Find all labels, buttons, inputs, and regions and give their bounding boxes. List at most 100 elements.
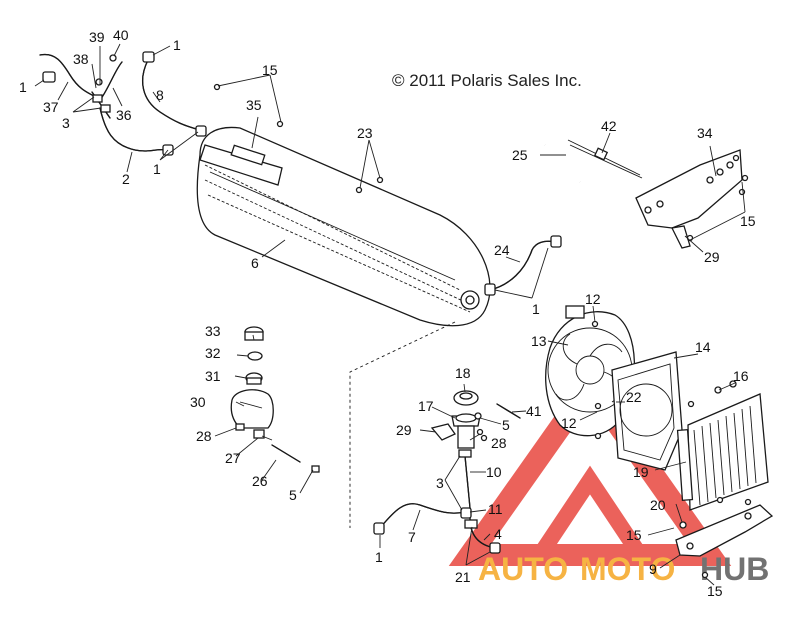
hose-7 xyxy=(373,503,472,535)
clamp-3b-icon xyxy=(100,104,111,113)
bracket-34 xyxy=(635,149,749,249)
callout-23: 23 xyxy=(357,125,373,141)
callout-15: 15 xyxy=(626,527,642,543)
callout-35: 35 xyxy=(246,97,262,113)
radiator-tube-assembly-6 xyxy=(196,126,491,327)
copyright-text: © 2011 Polaris Sales Inc. xyxy=(392,71,582,90)
bolt-15c-icon xyxy=(716,496,724,504)
callout-21: 21 xyxy=(455,569,471,585)
fitting-40-icon xyxy=(109,54,117,62)
callout-24: 24 xyxy=(494,242,510,258)
nut-20-icon xyxy=(679,521,687,529)
clamp-3-icon xyxy=(92,94,103,103)
callout-16: 16 xyxy=(733,368,749,384)
callout-36: 36 xyxy=(116,107,132,123)
bolt-28-icon xyxy=(476,428,484,436)
callout-19: 19 xyxy=(633,464,649,480)
radiator-19 xyxy=(676,380,769,511)
clamp-3c-icon xyxy=(458,449,472,458)
bolt-23b-icon xyxy=(376,176,384,184)
cooling-fan-13 xyxy=(545,305,636,437)
watermark-logo: AUTO MOTO HUB xyxy=(448,365,769,587)
callout-31: 31 xyxy=(205,368,221,384)
clamp-1b-icon xyxy=(142,51,155,63)
callout-1: 1 xyxy=(153,161,161,177)
callout-6: 6 xyxy=(251,255,259,271)
fan-shroud-14 xyxy=(594,351,683,471)
bolt-15d-icon xyxy=(701,571,709,579)
clamp-24-icon xyxy=(550,235,562,248)
watermark-text-moto: MOTO xyxy=(580,551,675,587)
fitting-5b-icon xyxy=(474,412,482,420)
callout-40: 40 xyxy=(113,27,129,43)
callout-38: 38 xyxy=(73,51,89,67)
fitting-5-icon xyxy=(311,465,320,473)
callout-26: 26 xyxy=(252,473,268,489)
callout-32: 32 xyxy=(205,345,221,361)
callout-1: 1 xyxy=(375,549,383,565)
callout-29: 29 xyxy=(396,422,412,438)
coolant-reservoir-30 xyxy=(230,326,274,441)
callout-5: 5 xyxy=(289,487,297,503)
leader-lines xyxy=(34,43,746,586)
callout-28: 28 xyxy=(196,428,212,444)
bracket-29-icon xyxy=(430,423,456,441)
callout-8: 8 xyxy=(156,87,164,103)
callout-37: 37 xyxy=(43,99,59,115)
callout-10: 10 xyxy=(486,464,502,480)
strap-parts xyxy=(544,139,643,183)
callout-1: 1 xyxy=(19,79,27,95)
clamp-1e-icon xyxy=(484,283,496,296)
callout-15: 15 xyxy=(262,62,278,78)
callout-15: 15 xyxy=(707,583,723,599)
bolt-12-icon xyxy=(591,320,599,328)
fitting-39-icon xyxy=(95,78,103,86)
callout-33: 33 xyxy=(205,323,221,339)
callout-14: 14 xyxy=(695,339,711,355)
callout-4: 4 xyxy=(494,526,502,542)
bracket-9 xyxy=(675,496,774,579)
hose-assembly-upper-left xyxy=(39,51,207,156)
filler-neck-assembly xyxy=(430,390,521,449)
callout-25: 25 xyxy=(512,147,528,163)
callout-28: 28 xyxy=(491,435,507,451)
watermark-text-hub: HUB xyxy=(700,551,769,587)
hose-26 xyxy=(271,444,320,473)
hose-10 xyxy=(458,449,472,509)
callout-1: 1 xyxy=(173,37,181,53)
bolt-15-icon xyxy=(213,83,221,91)
hose-24 xyxy=(484,235,562,296)
callout-9: 9 xyxy=(649,561,657,577)
callout-17: 17 xyxy=(418,398,434,414)
callout-7: 7 xyxy=(408,529,416,545)
callout-15: 15 xyxy=(740,213,756,229)
callout-41: 41 xyxy=(526,403,542,419)
callout-18: 18 xyxy=(455,365,471,381)
clamp-1c-icon xyxy=(195,125,207,137)
callout-27: 27 xyxy=(225,450,241,466)
clamp-1f-icon xyxy=(373,522,385,535)
bolt-23-icon xyxy=(355,186,363,194)
callout-20: 20 xyxy=(650,497,666,513)
callout-2: 2 xyxy=(122,171,130,187)
callout-13: 13 xyxy=(531,333,547,349)
callout-11: 11 xyxy=(488,501,503,517)
callout-30: 30 xyxy=(190,394,206,410)
watermark-text-auto: AUTO xyxy=(478,551,568,587)
callout-22: 22 xyxy=(626,389,642,405)
bolt-15b-icon xyxy=(276,120,284,128)
callout-3: 3 xyxy=(436,475,444,491)
callout-12: 12 xyxy=(585,291,601,307)
callout-12: 12 xyxy=(561,415,577,431)
callout-34: 34 xyxy=(697,125,713,141)
callout-42: 42 xyxy=(601,118,617,134)
clamp-21-icon xyxy=(464,519,478,529)
callout-5: 5 xyxy=(502,417,510,433)
callout-3: 3 xyxy=(62,115,70,131)
callout-39: 39 xyxy=(89,29,105,45)
clamp-1a-icon xyxy=(42,71,56,83)
callout-1: 1 xyxy=(532,301,540,317)
hose-4 xyxy=(464,517,501,554)
bolt-16-icon xyxy=(714,386,722,394)
